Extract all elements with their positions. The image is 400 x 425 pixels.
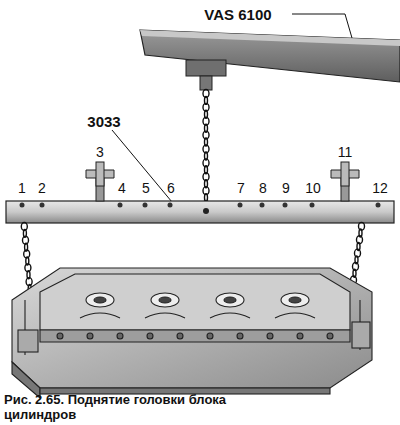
figure-caption: Рис. 2.65. Поднятие головки блока цилинд… (4, 392, 279, 423)
callout-number: 10 (305, 181, 321, 195)
callout-number: 2 (38, 181, 46, 195)
tool-number: 3033 (87, 114, 120, 129)
chain (203, 89, 209, 208)
lifting-bar (6, 201, 394, 223)
callout-number: 5 (142, 181, 150, 195)
crane-arm (140, 30, 400, 90)
callout-number: 9 (282, 181, 290, 195)
cylinder-head (12, 268, 372, 398)
callout-number: 8 (259, 181, 267, 195)
tool-number: VAS 6100 (204, 7, 271, 22)
callout-number: 3 (96, 145, 104, 159)
callout-number: 4 (118, 181, 126, 195)
callout-number: 12 (372, 181, 388, 195)
callout-number: 7 (237, 181, 245, 195)
leader-line (112, 130, 172, 202)
callout-number: 6 (167, 181, 175, 195)
callout-number: 11 (338, 145, 353, 159)
leader-line (292, 14, 352, 38)
adjusting-knob (86, 162, 114, 201)
adjusting-knob (331, 162, 359, 201)
chain (21, 222, 32, 292)
callout-number: 1 (18, 181, 26, 195)
